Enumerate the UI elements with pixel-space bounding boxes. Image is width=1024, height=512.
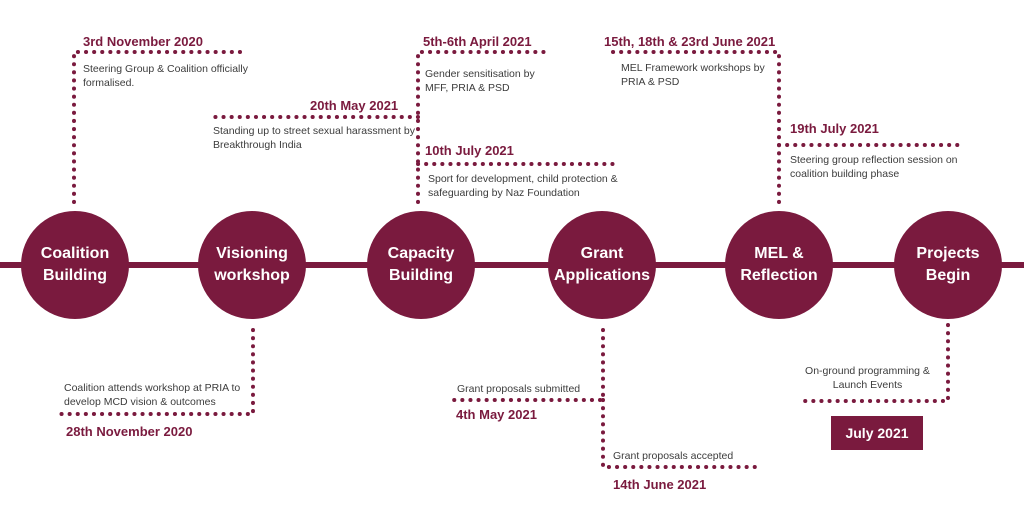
event-desc-proposals-accepted: Grant proposals accepted — [613, 450, 734, 462]
stage-label-line2: Building — [43, 267, 107, 284]
stage-label-line2: Begin — [925, 267, 971, 284]
event-date-naz-foundation: 10th July 2021 — [425, 143, 514, 158]
event-desc-coalition-formalised: Steering Group & Coalition officially fo… — [83, 63, 248, 89]
event-date-breakthrough-india: 20th May 2021 — [310, 98, 399, 113]
stage-label-line1: Projects — [916, 245, 980, 262]
connector-grant-applications-accepted — [601, 398, 757, 469]
event-date-reflection-session: 19th July 2021 — [790, 121, 879, 136]
event-desc-naz-foundation: Sport for development, child protection … — [428, 173, 618, 199]
stage-node-visioning-workshop: Visioning workshop — [198, 211, 306, 319]
event-date-mel-workshops: 15th, 18th & 23rd June 2021 — [604, 34, 776, 49]
event-date-proposals-submitted: 4th May 2021 — [456, 407, 537, 422]
connector-grant-applications-submitted — [448, 328, 605, 402]
stage-node-mel-reflection: MEL & Reflection — [725, 211, 833, 319]
launch-date-badge: July 2021 — [831, 416, 923, 450]
stage-label-line1: Grant — [580, 245, 624, 262]
connector-visioning-workshop-bottom — [58, 328, 255, 416]
event-desc-launch-events: On-ground programming & Launch Events — [805, 365, 930, 391]
event-date-coalition-formalised: 3rd November 2020 — [83, 34, 203, 49]
connector-mel-reflection-top — [605, 50, 781, 204]
event-desc-pria-workshop: Coalition attends workshop at PRIA to de… — [64, 382, 241, 408]
event-desc-breakthrough-india: Standing up to street sexual harassment … — [213, 125, 415, 151]
event-desc-mel-workshops: MEL Framework workshops by PRIA & PSD — [621, 62, 765, 88]
stage-label-line2: Applications — [553, 267, 650, 284]
stage-label-line2: Building — [389, 267, 453, 284]
event-desc-gender-sensitisation: Gender sensitisation by MFF, PRIA & PSD — [425, 68, 535, 94]
event-date-gender-sensitisation: 5th-6th April 2021 — [423, 34, 532, 49]
stage-label-line1: Capacity — [387, 245, 455, 262]
stage-label-line1: Coalition — [40, 245, 110, 262]
stage-label-line2: Reflection — [740, 267, 818, 284]
event-desc-proposals-submitted: Grant proposals submitted — [457, 383, 581, 395]
connector-projects-begin-bottom — [796, 323, 950, 403]
stage-label-line1: Visioning — [216, 245, 288, 262]
connector-capacity-building-top — [416, 50, 547, 204]
event-desc-reflection-session: Steering group reflection session on coa… — [790, 154, 958, 180]
connector-coalition-building-top — [72, 50, 248, 204]
event-date-pria-workshop: 28th November 2020 — [66, 424, 193, 439]
event-date-proposals-accepted: 14th June 2021 — [613, 477, 707, 492]
stage-label-line2: workshop — [214, 267, 290, 284]
stage-label-line1: MEL & — [754, 245, 804, 262]
